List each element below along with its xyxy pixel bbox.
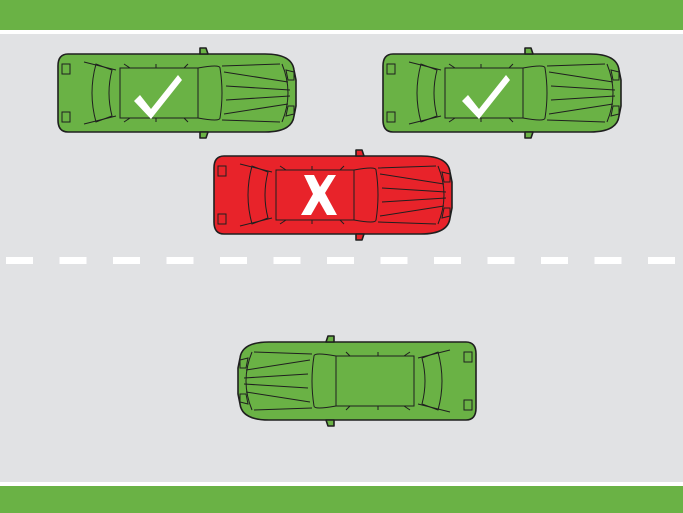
top-verge-line (0, 30, 683, 34)
lane-dash (166, 257, 194, 264)
lane-dash (273, 257, 301, 264)
lane-dash (380, 257, 408, 264)
lane-dash (113, 257, 140, 264)
lane-dash (648, 257, 675, 264)
car-parked-right (382, 47, 622, 139)
lane-dash (327, 257, 354, 264)
bottom-verge-line (0, 482, 683, 486)
lane-dash (59, 257, 87, 264)
cross-icon (301, 175, 337, 215)
lane-dash (6, 257, 33, 264)
lane-dash (434, 257, 461, 264)
car-double-parked (213, 149, 453, 241)
lane-divider-dashes (6, 257, 675, 264)
check-icon (462, 75, 510, 119)
lane-dash (220, 257, 247, 264)
lane-dash (594, 257, 622, 264)
top-verge (0, 0, 683, 30)
car-oncoming (237, 335, 477, 427)
bottom-verge (0, 486, 683, 513)
car-parked-left (57, 47, 297, 139)
check-icon (134, 75, 182, 119)
lane-dash (487, 257, 515, 264)
lane-dash (541, 257, 568, 264)
